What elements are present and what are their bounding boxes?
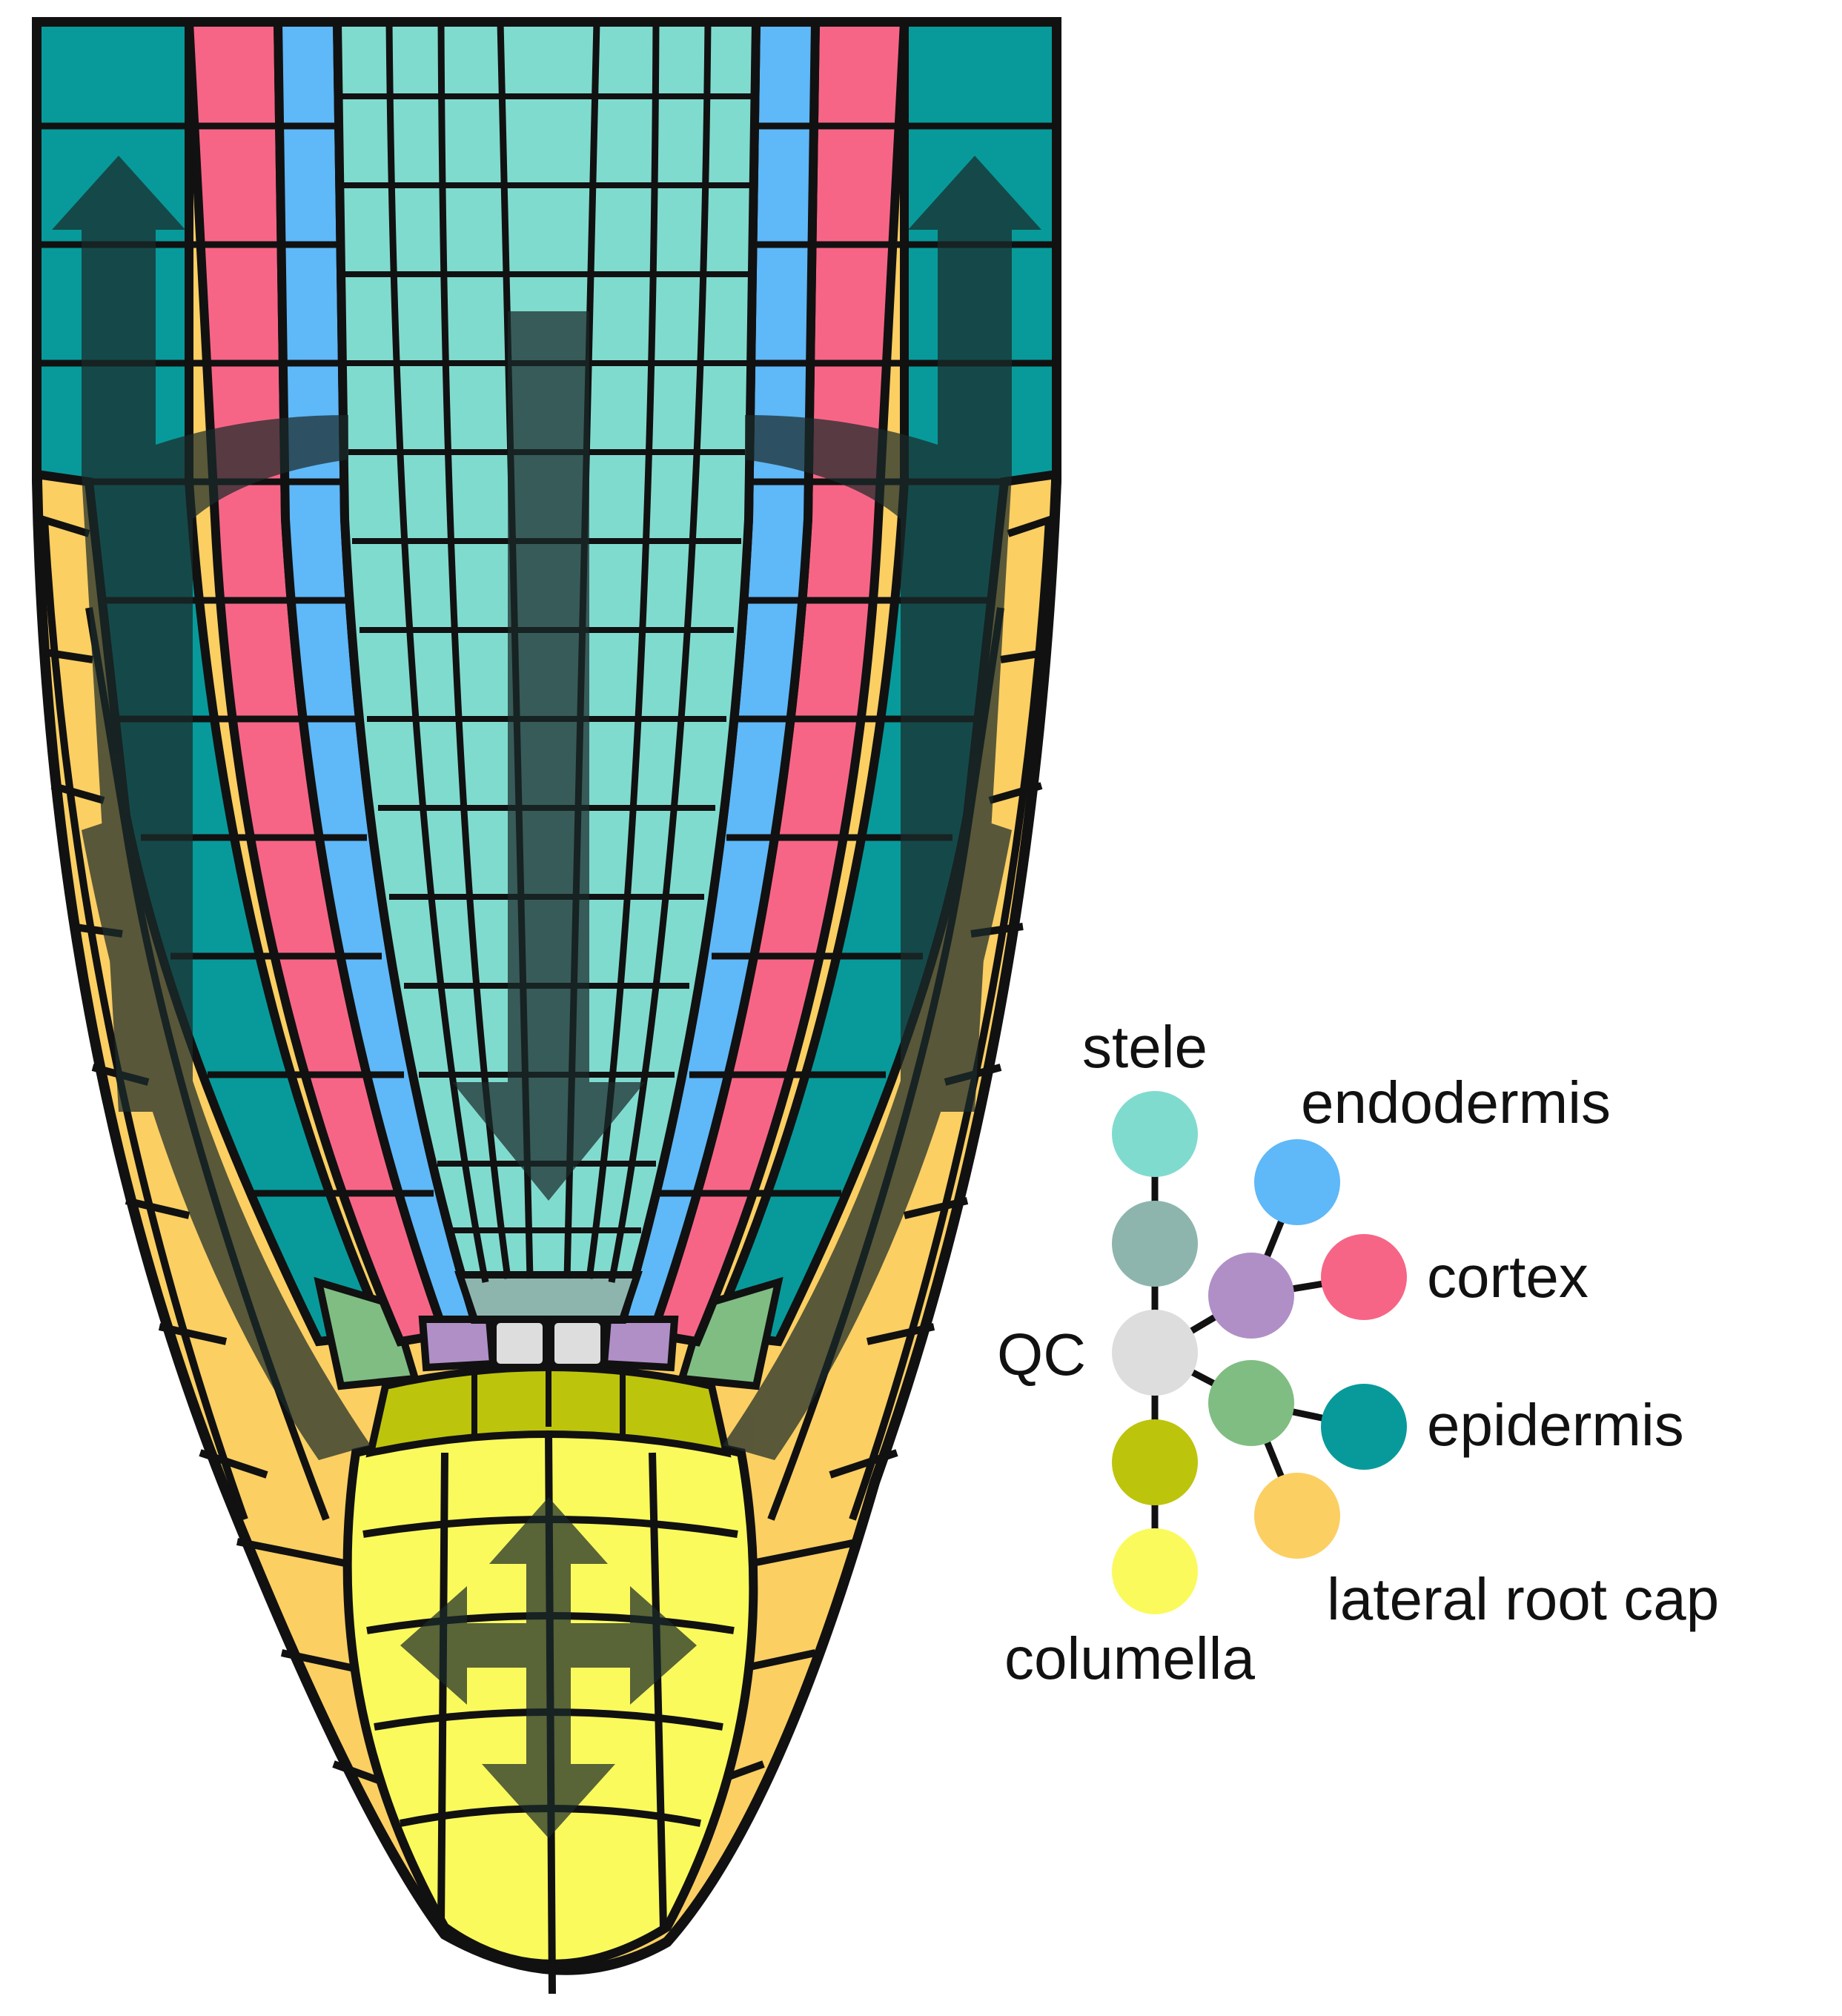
lrc-arrow-right — [723, 815, 1012, 1460]
label-stele: stele — [1082, 1014, 1207, 1080]
lateral-root-cap-node — [1254, 1473, 1340, 1559]
root-tip-illustration — [32, 17, 1061, 1995]
cortex-node — [1321, 1234, 1407, 1320]
columella-initial-node — [1112, 1419, 1198, 1505]
columella-node — [1112, 1528, 1198, 1614]
columella-initial-divisions — [471, 1364, 626, 1434]
label-qc: QC — [997, 1322, 1086, 1387]
cell-lineage-legend: stele QC columella endodermis cortex epi… — [997, 1014, 1719, 1691]
label-columella: columella — [1004, 1625, 1255, 1691]
label-endodermis: endodermis — [1301, 1070, 1611, 1135]
quiescent-center — [489, 1316, 608, 1371]
columella-multi-arrow — [400, 1497, 697, 1838]
endodermis-node — [1254, 1139, 1340, 1225]
cortex-endodermis-initial-left — [418, 1316, 497, 1372]
label-cortex: cortex — [1427, 1244, 1588, 1310]
label-epidermis: epidermis — [1427, 1392, 1684, 1458]
cortex-endodermis-initial-node — [1208, 1253, 1294, 1339]
stele-down-arrow — [452, 311, 645, 1201]
stele-initial-node — [1112, 1201, 1198, 1287]
epidermis-lrc-initial-node — [1208, 1360, 1294, 1446]
qc-node — [1112, 1310, 1198, 1396]
cortex-endodermis-initial-right — [600, 1316, 679, 1372]
stele-node — [1112, 1091, 1198, 1177]
growth-arrows — [52, 156, 1041, 1838]
stele-initials — [454, 1271, 643, 1323]
label-lateral-root-cap: lateral root cap — [1327, 1566, 1719, 1632]
lrc-arrow-left — [82, 815, 371, 1460]
epidermis-node — [1321, 1384, 1407, 1470]
